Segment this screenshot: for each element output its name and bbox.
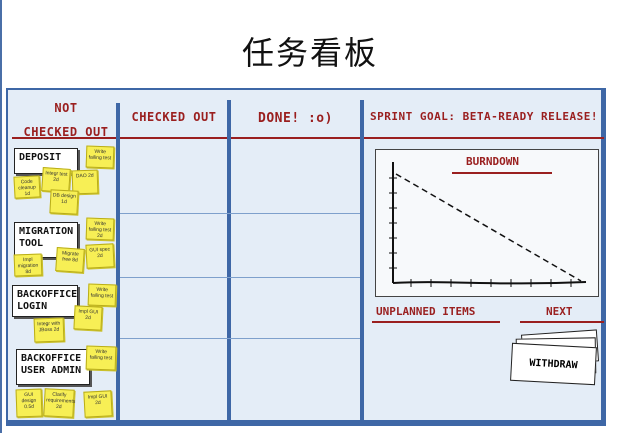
x-axis xyxy=(392,281,587,285)
sticky-note[interactable]: Clarify requirements 2d xyxy=(43,388,75,418)
sticky-note[interactable]: Write failing test xyxy=(85,145,115,169)
column-divider-1 xyxy=(116,103,120,423)
header-done: DONE! :o) xyxy=(258,111,333,126)
header-underline-2 xyxy=(120,137,227,139)
next-underline xyxy=(520,321,604,323)
header-underline-1 xyxy=(12,137,116,139)
story-label: BACKOFFICE LOGIN xyxy=(17,289,78,312)
x-axis-ticks xyxy=(410,279,572,287)
sticky-note[interactable]: Impl migration 8d xyxy=(13,253,43,277)
story-card-backoffice-user-admin[interactable]: BACKOFFICE USER ADMIN xyxy=(16,349,90,385)
story-label: MIGRATION TOOL xyxy=(19,226,74,249)
unplanned-underline xyxy=(372,321,500,323)
header-checked-out: CHECKED OUT xyxy=(131,110,217,124)
sticky-note[interactable]: GUI spec 2d xyxy=(85,243,115,269)
sticky-note[interactable]: Impl GUI 2d xyxy=(73,305,103,331)
story-label: DEPOSIT xyxy=(19,152,62,163)
sticky-note[interactable]: DB design 1d xyxy=(49,189,79,215)
header-underline-4 xyxy=(364,137,604,139)
withdraw-label: WITHDRAW xyxy=(529,357,578,371)
sticky-note[interactable]: GUI design 0.5d xyxy=(15,388,43,418)
unplanned-items-label: UNPLANNED ITEMS xyxy=(376,305,476,318)
next-label: NEXT xyxy=(546,305,573,318)
column-divider-3 xyxy=(360,100,364,423)
header-not-checked-out: NOT CHECKED OUT xyxy=(23,101,109,139)
withdraw-card[interactable]: WITHDRAW xyxy=(510,342,597,386)
sticky-note[interactable]: Write failing test xyxy=(87,283,117,307)
sticky-note[interactable]: Migrate free 8d xyxy=(55,247,85,273)
row-divider-3 xyxy=(120,338,360,339)
story-label: BACKOFFICE USER ADMIN xyxy=(21,353,82,376)
sticky-note[interactable]: Code cleanup 1d xyxy=(13,175,41,199)
header-underline-3 xyxy=(231,137,360,139)
burndown-drawing xyxy=(389,162,587,287)
burndown-underline xyxy=(452,172,552,174)
sticky-note[interactable]: Write failing test xyxy=(85,345,117,371)
page-title: 任务看板 xyxy=(241,34,378,72)
sticky-note[interactable]: Integr with JBoss 2d xyxy=(33,317,65,343)
row-divider-2 xyxy=(120,277,360,278)
story-card-backoffice-login[interactable]: BACKOFFICE LOGIN xyxy=(12,285,78,317)
burndown-title: BURNDOWN xyxy=(466,155,519,168)
header-sprint-goal: SPRINT GOAL: BETA-READY RELEASE! xyxy=(370,110,598,123)
sticky-note[interactable]: Write failing test 2d xyxy=(85,217,115,241)
y-axis-ticks xyxy=(389,177,397,269)
row-divider-1 xyxy=(120,213,360,214)
ideal-burndown-line xyxy=(395,173,582,282)
sticky-note[interactable]: Impl GUI 2d xyxy=(83,390,113,418)
left-edge-line xyxy=(0,0,2,433)
column-divider-2 xyxy=(227,100,231,423)
